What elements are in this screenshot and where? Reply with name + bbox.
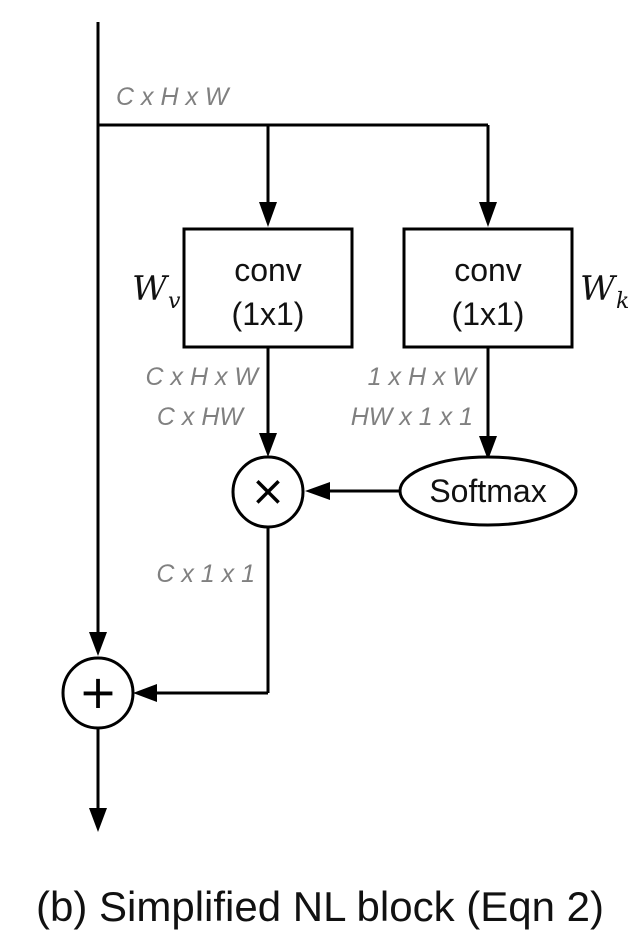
arrow-into-softmax bbox=[479, 436, 497, 460]
arrow-into-multiply bbox=[259, 433, 277, 457]
arrow-into-key-conv bbox=[479, 202, 497, 227]
add-symbol: + bbox=[79, 665, 118, 719]
key-out-dim-label-1: 1 x H x W bbox=[368, 363, 479, 391]
figure-caption: (b) Simplified NL block (Eqn 2) bbox=[36, 883, 604, 930]
value-conv-label-1: conv bbox=[234, 252, 302, 288]
input-dim-label: C x H x W bbox=[116, 83, 231, 111]
key-out-dim-label-2: HW x 1 x 1 bbox=[351, 403, 473, 431]
arrow-from-softmax bbox=[305, 482, 330, 500]
value-out-dim-label-1: C x H x W bbox=[146, 363, 261, 391]
value-out-dim-label-2: C x HW bbox=[157, 403, 246, 431]
arrow-into-add-from-right bbox=[133, 684, 157, 702]
softmax-label: Softmax bbox=[429, 473, 546, 509]
value-conv-label-2: (1x1) bbox=[232, 296, 305, 332]
arrow-into-value-conv bbox=[259, 202, 277, 227]
value-weight-symbol: Wv bbox=[132, 269, 181, 314]
key-weight-symbol: Wk bbox=[580, 269, 629, 314]
value-conv-box bbox=[182, 227, 354, 349]
key-conv-label-2: (1x1) bbox=[452, 296, 525, 332]
multiply-symbol: × bbox=[250, 466, 285, 515]
product-dim-label: C x 1 x 1 bbox=[156, 560, 255, 588]
key-conv-label-1: conv bbox=[454, 252, 522, 288]
arrow-output bbox=[89, 808, 107, 832]
arrow-into-add bbox=[89, 632, 107, 656]
